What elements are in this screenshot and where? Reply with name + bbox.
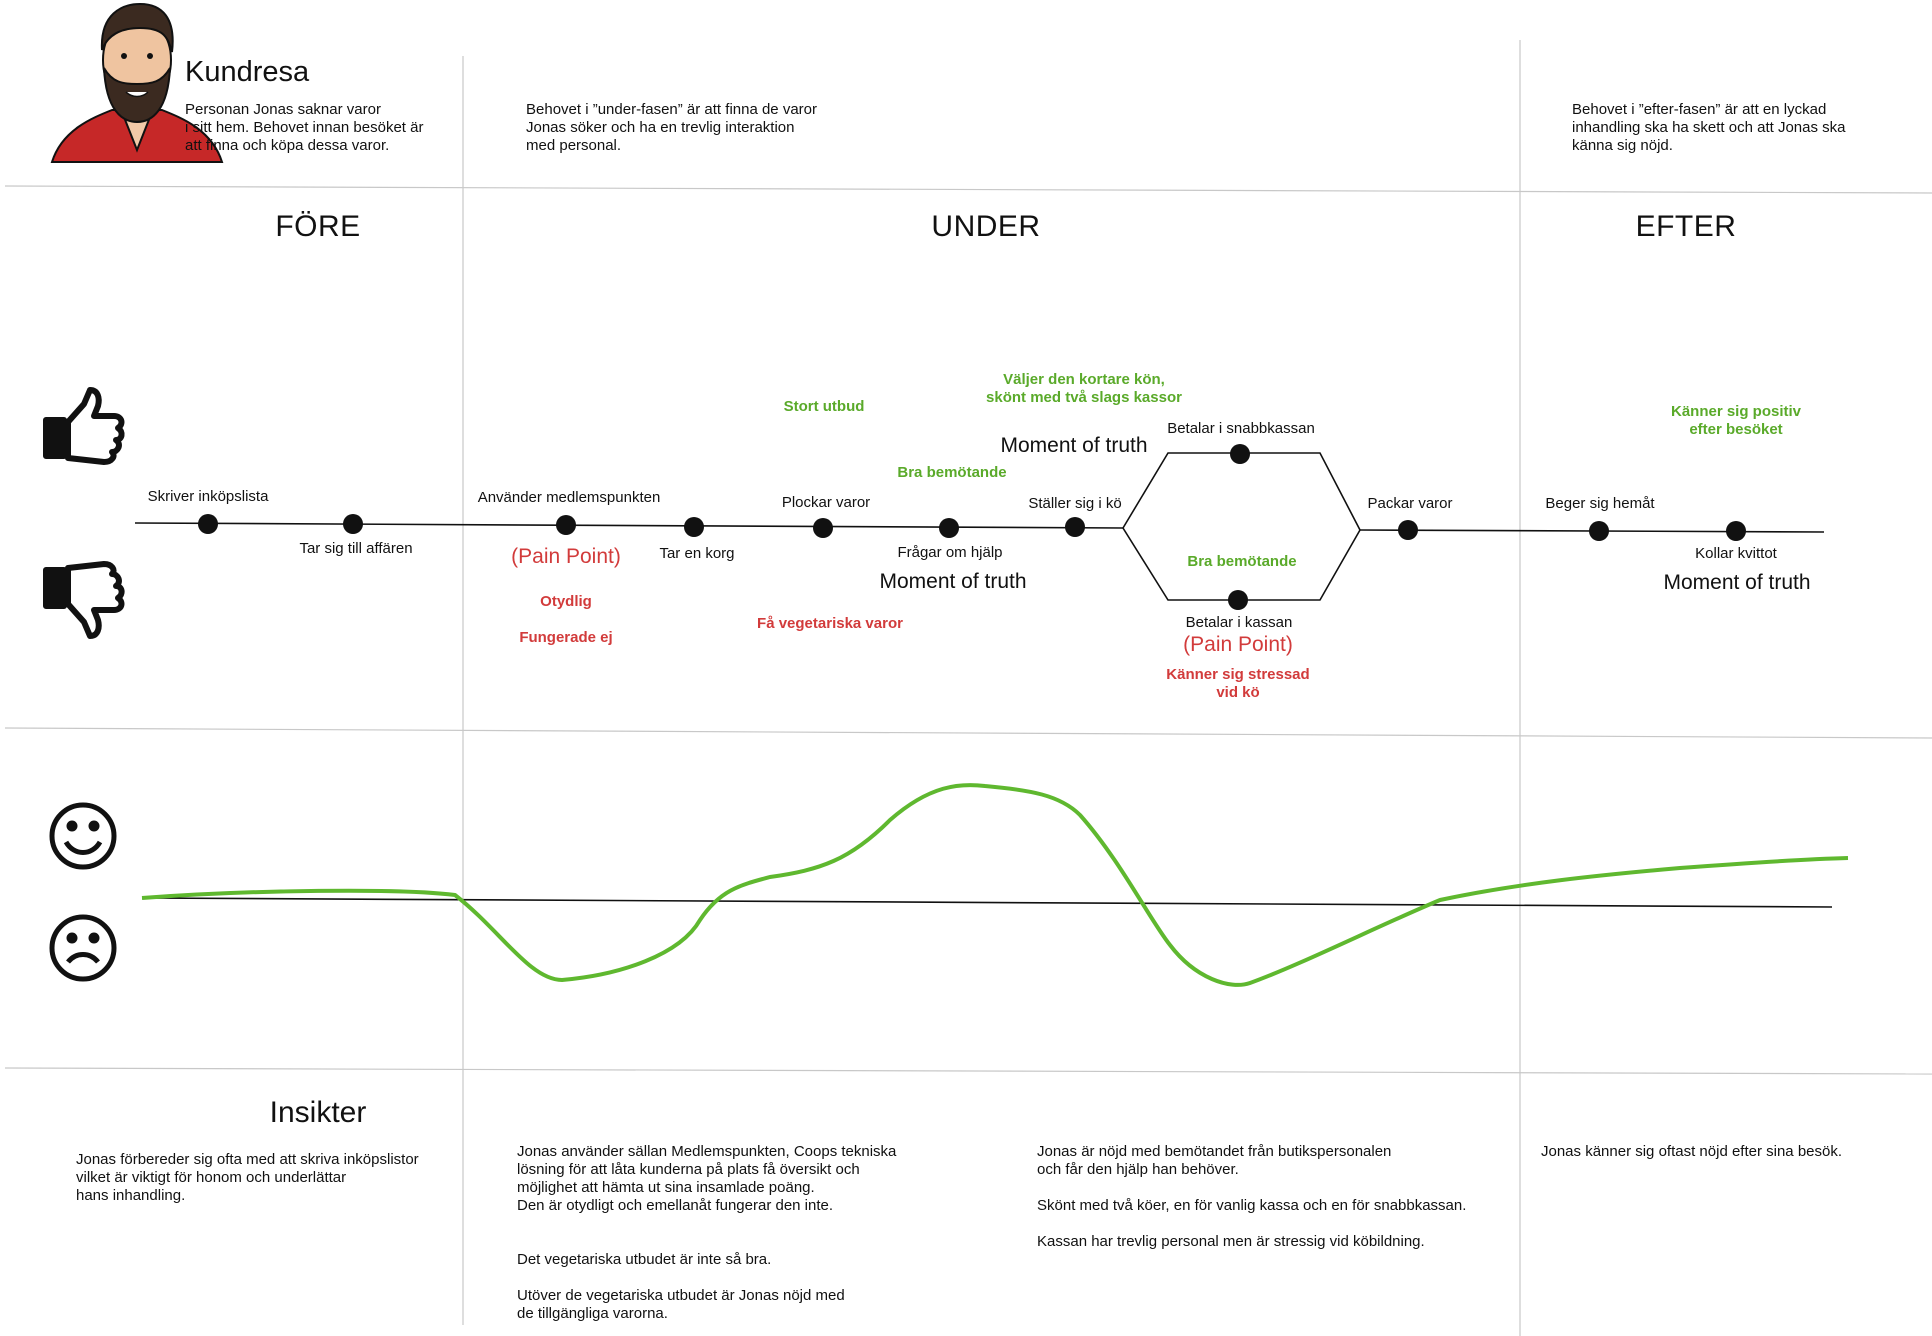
insight-before: Jonas förbereder sig ofta med att skriva…	[76, 1151, 419, 1204]
touchpoint-dot	[1726, 521, 1746, 541]
touchpoint-dot	[684, 517, 704, 537]
step-label: Ställer sig i kö	[1028, 495, 1122, 512]
insight-during-1: Jonas använder sällan Medlemspunkten, Co…	[517, 1143, 897, 1322]
persona-avatar	[50, 2, 224, 163]
pain-point-label: (Pain Point)	[511, 545, 621, 568]
divider-header	[4, 185, 1932, 194]
negative-note: Känner sig stressad vid kö	[1166, 666, 1310, 701]
touchpoint-dot	[1228, 590, 1248, 610]
after-need-text: Behovet i ”efter-fasen” är att en lyckad…	[1572, 101, 1846, 154]
page-title: Kundresa	[185, 56, 310, 88]
positive-note: Väljer den kortare kön, skönt med två sl…	[986, 371, 1182, 406]
persona-description: Personan Jonas saknar varor i sitt hem. …	[185, 101, 424, 154]
thumbs-down-icon	[43, 561, 125, 639]
touchpoint-dot	[198, 514, 218, 534]
divider-touchpoints	[4, 727, 1932, 739]
step-label: Betalar i snabbkassan	[1167, 420, 1315, 437]
insight-after: Jonas känner sig oftast nöjd efter sina …	[1541, 1143, 1843, 1160]
positive-note: Bra bemötande	[1187, 553, 1297, 570]
step-label: Betalar i kassan	[1185, 614, 1293, 631]
step-label: Skriver inköpslista	[147, 488, 269, 505]
touchpoint-dot	[343, 514, 363, 534]
insight-during-2: Jonas är nöjd med bemötandet från butiks…	[1037, 1143, 1467, 1250]
negative-note: Otydlig	[540, 593, 592, 610]
positive-note: Bra bemötande	[897, 464, 1007, 481]
emotion-baseline	[141, 897, 1833, 908]
touchpoint-dot	[556, 515, 576, 535]
step-label: Kollar kvittot	[1695, 545, 1777, 562]
insights-title: Insikter	[269, 1096, 367, 1129]
step-label: Frågar om hjälp	[897, 544, 1003, 561]
touchpoint-dot	[1589, 521, 1609, 541]
step-label: Beger sig hemåt	[1545, 495, 1655, 512]
touchpoint-dot	[1230, 444, 1250, 464]
touchpoint-dot	[1398, 520, 1418, 540]
moment-of-truth: Moment of truth	[1000, 434, 1148, 457]
pain-point-label: (Pain Point)	[1183, 633, 1293, 656]
touchpoint-dot	[813, 518, 833, 538]
negative-note: Få vegetariska varor	[757, 615, 903, 632]
positive-note: Känner sig positiv efter besöket	[1670, 403, 1802, 438]
moment-of-truth: Moment of truth	[879, 570, 1027, 593]
step-label: Tar en korg	[659, 545, 735, 562]
moment-of-truth: Moment of truth	[1663, 571, 1811, 594]
smiley-happy-icon	[49, 802, 117, 870]
positive-note: Stort utbud	[783, 398, 865, 415]
phase-during: UNDER	[931, 210, 1041, 243]
negative-note: Fungerade ej	[519, 629, 613, 646]
thumbs-up-icon	[43, 387, 125, 465]
touchpoint-dot	[939, 518, 959, 538]
step-label: Tar sig till affären	[299, 540, 413, 557]
step-label: Packar varor	[1367, 495, 1453, 512]
divider-emotions	[4, 1067, 1932, 1075]
phase-before: FÖRE	[275, 210, 361, 243]
step-label: Plockar varor	[781, 494, 871, 511]
emotion-curve	[141, 783, 1849, 987]
smiley-sad-icon	[49, 914, 117, 982]
checkout-branch	[1122, 452, 1361, 601]
under-need-text: Behovet i ”under-fasen” är att finna de …	[526, 101, 817, 154]
phase-after: EFTER	[1635, 210, 1737, 243]
step-label: Använder medlemspunkten	[477, 489, 661, 506]
touchpoint-dot	[1065, 517, 1085, 537]
